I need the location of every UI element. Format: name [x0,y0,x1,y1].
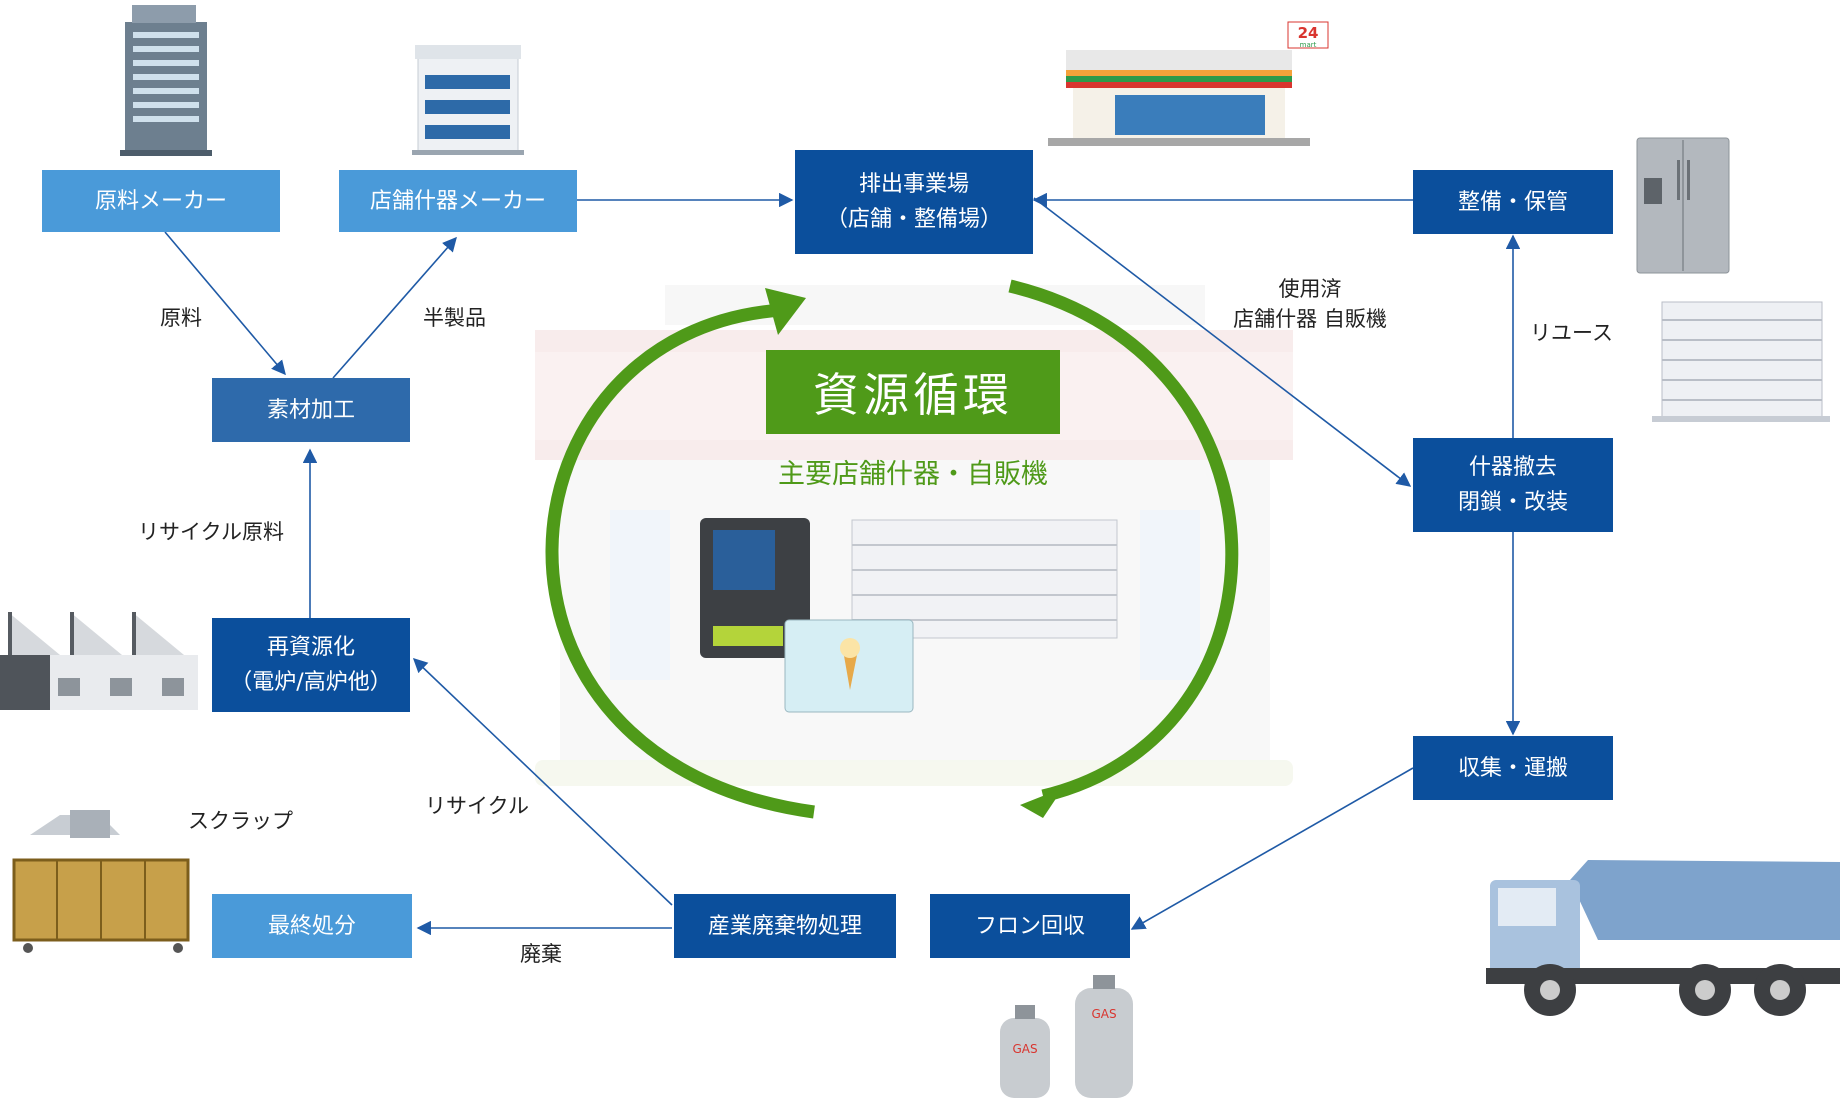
dump-truck-icon [1486,860,1840,1016]
cycle-subtitle: 主要店舗什器・自販機 [778,459,1048,490]
cycle-arrow-left [545,303,815,819]
factory-sawtooth-icon [0,612,198,710]
edge-label-recycled-raw: リサイクル原料 [138,520,284,544]
edge-label-disposal: 廃棄 [520,942,562,966]
node-re-resource: 再資源化 （電炉/高炉他） [212,618,410,712]
refrigerator-icon [1636,137,1730,274]
store-background-illustration [535,285,1293,786]
convenience-store-icon: 24 mart [1048,21,1329,146]
node-maintenance: 整備・保管 [1413,170,1613,234]
shelving-icon [1652,301,1830,422]
svg-text:mart: mart [1300,41,1317,49]
arrow-recycle [412,658,673,906]
svg-text:GAS: GAS [1012,1042,1037,1056]
node-collection: 収集・運搬 [1413,736,1613,800]
arrow-raw [164,231,286,376]
office-building-icon [120,5,212,156]
cycle-title: 資源循環 [766,350,1060,434]
factory-building-icon [412,45,524,155]
edge-label-semi-product: 半製品 [423,306,486,330]
node-fixture-maker: 店舗什器メーカー [339,170,577,232]
edge-label-scrap: スクラップ [188,809,293,833]
edge-label-recycle: リサイクル [425,794,529,818]
center-fixtures-illustration [700,518,1118,713]
cycle-arrowhead-top [765,288,806,335]
node-raw-maker: 原料メーカー [42,170,280,232]
arrow-used [1033,197,1412,487]
arrow-collection-to-freon [1130,767,1414,930]
node-removal: 什器撤去 閉鎖・改装 [1413,438,1613,532]
connectors [164,192,1521,936]
node-industrial-waste: 産業廃棄物処理 [674,894,896,958]
gas-cylinders-icon: GAS GAS [1000,975,1133,1098]
arrow-semi-product [332,236,457,379]
scrap-container-icon [12,810,190,953]
cycle-arrow-right [1008,279,1239,803]
cycle-arrowhead-bottom [1020,788,1063,818]
node-final-disposal: 最終処分 [212,894,412,958]
svg-text:24: 24 [1298,24,1319,42]
node-freon-recovery: フロン回収 [930,894,1130,958]
node-material-processing: 素材加工 [212,378,410,442]
node-discharge-site: 排出事業場 （店舗・整備場） [795,150,1033,254]
edge-label-used: 使用済 店舗什器 自販機 [1233,277,1387,331]
cycle-arrows [545,279,1239,819]
svg-text:GAS: GAS [1091,1007,1116,1021]
edge-label-raw: 原料 [160,306,202,330]
edge-label-reuse: リユース [1530,321,1613,345]
